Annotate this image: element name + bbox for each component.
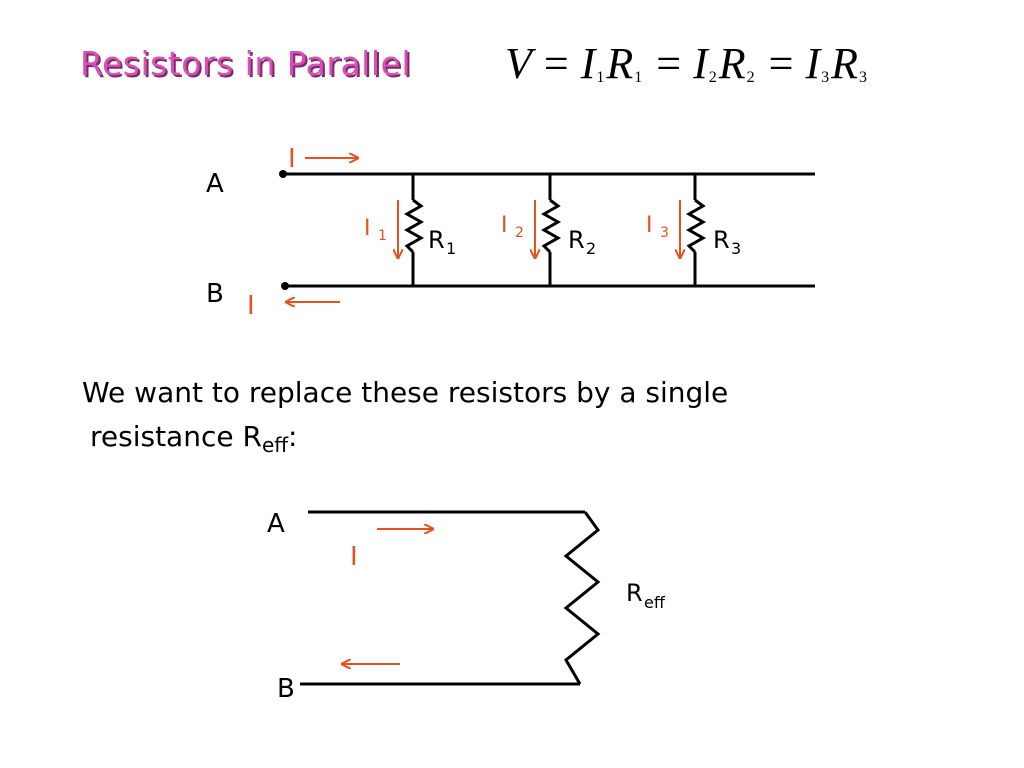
eq-node-b-label: B xyxy=(277,674,295,704)
explanation-line-2-sub: eff xyxy=(261,433,289,457)
eq-current-label: I xyxy=(350,542,358,572)
eq-r3-sub: 3 xyxy=(859,69,868,86)
resistor-r3-label: R xyxy=(713,226,730,254)
eq-i2: I xyxy=(693,39,708,88)
eq-v: V xyxy=(505,39,532,88)
eq-i1: I xyxy=(580,39,596,88)
eq-r3: R xyxy=(831,39,859,88)
resistor-r2-sub: 2 xyxy=(586,239,596,258)
current-in-label: I xyxy=(288,144,296,174)
eq-sign-1: = xyxy=(543,39,569,88)
ohms-law-equation: V=I1R1=I2R2=I3R3 xyxy=(505,38,869,89)
eq-r2: R xyxy=(718,39,746,88)
eq-sign-2: = xyxy=(656,39,682,88)
branch-2: I 2 R 2 xyxy=(501,174,596,286)
eq-i3-sub: 3 xyxy=(821,69,830,86)
resistor-r3 xyxy=(685,198,707,254)
eq-r2-sub: 2 xyxy=(746,69,755,86)
current-i3-sub: 3 xyxy=(660,225,669,241)
eq-i1-sub: 1 xyxy=(596,69,605,86)
resistor-r2 xyxy=(540,198,562,254)
current-i2-label: I xyxy=(501,213,508,238)
resistor-r3-sub: 3 xyxy=(731,239,741,258)
explanation-line-2-text: resistance R xyxy=(90,420,262,453)
explanation-line-1: We want to replace these resistors by a … xyxy=(82,376,729,409)
parallel-circuit: A B I I I 1 R 1 I 2 R 2 xyxy=(206,144,815,321)
current-i1-sub: 1 xyxy=(378,228,387,244)
current-i2-sub: 2 xyxy=(515,225,524,241)
branch-3: I 3 R 3 xyxy=(646,174,741,286)
branch-1: I 1 R 1 xyxy=(364,174,456,286)
current-out-label: I xyxy=(247,291,255,321)
node-b-label: B xyxy=(206,279,224,309)
resistor-r1-sub: 1 xyxy=(446,239,456,258)
current-i3-label: I xyxy=(646,213,653,238)
eq-node-a-label: A xyxy=(267,509,285,539)
resistor-r1 xyxy=(403,198,425,254)
reff-label: R xyxy=(626,579,643,607)
explanation-line-2: resistance Reff: xyxy=(90,420,297,457)
resistor-r2-label: R xyxy=(568,226,585,254)
resistor-r1-label: R xyxy=(428,226,445,254)
current-i1-label: I xyxy=(364,216,371,241)
resistor-reff xyxy=(563,511,601,685)
node-a-label: A xyxy=(206,169,224,199)
eq-r1-sub: 1 xyxy=(634,69,643,86)
explanation-line-2-end: : xyxy=(288,420,298,453)
eq-sign-3: = xyxy=(768,39,794,88)
equivalent-circuit: A B I R eff xyxy=(267,509,666,704)
slide-title: Resistors in Parallel xyxy=(80,44,411,83)
eq-i2-sub: 2 xyxy=(708,69,717,86)
eq-r1: R xyxy=(606,39,634,88)
reff-sub: eff xyxy=(644,593,666,612)
eq-i3: I xyxy=(805,39,821,88)
